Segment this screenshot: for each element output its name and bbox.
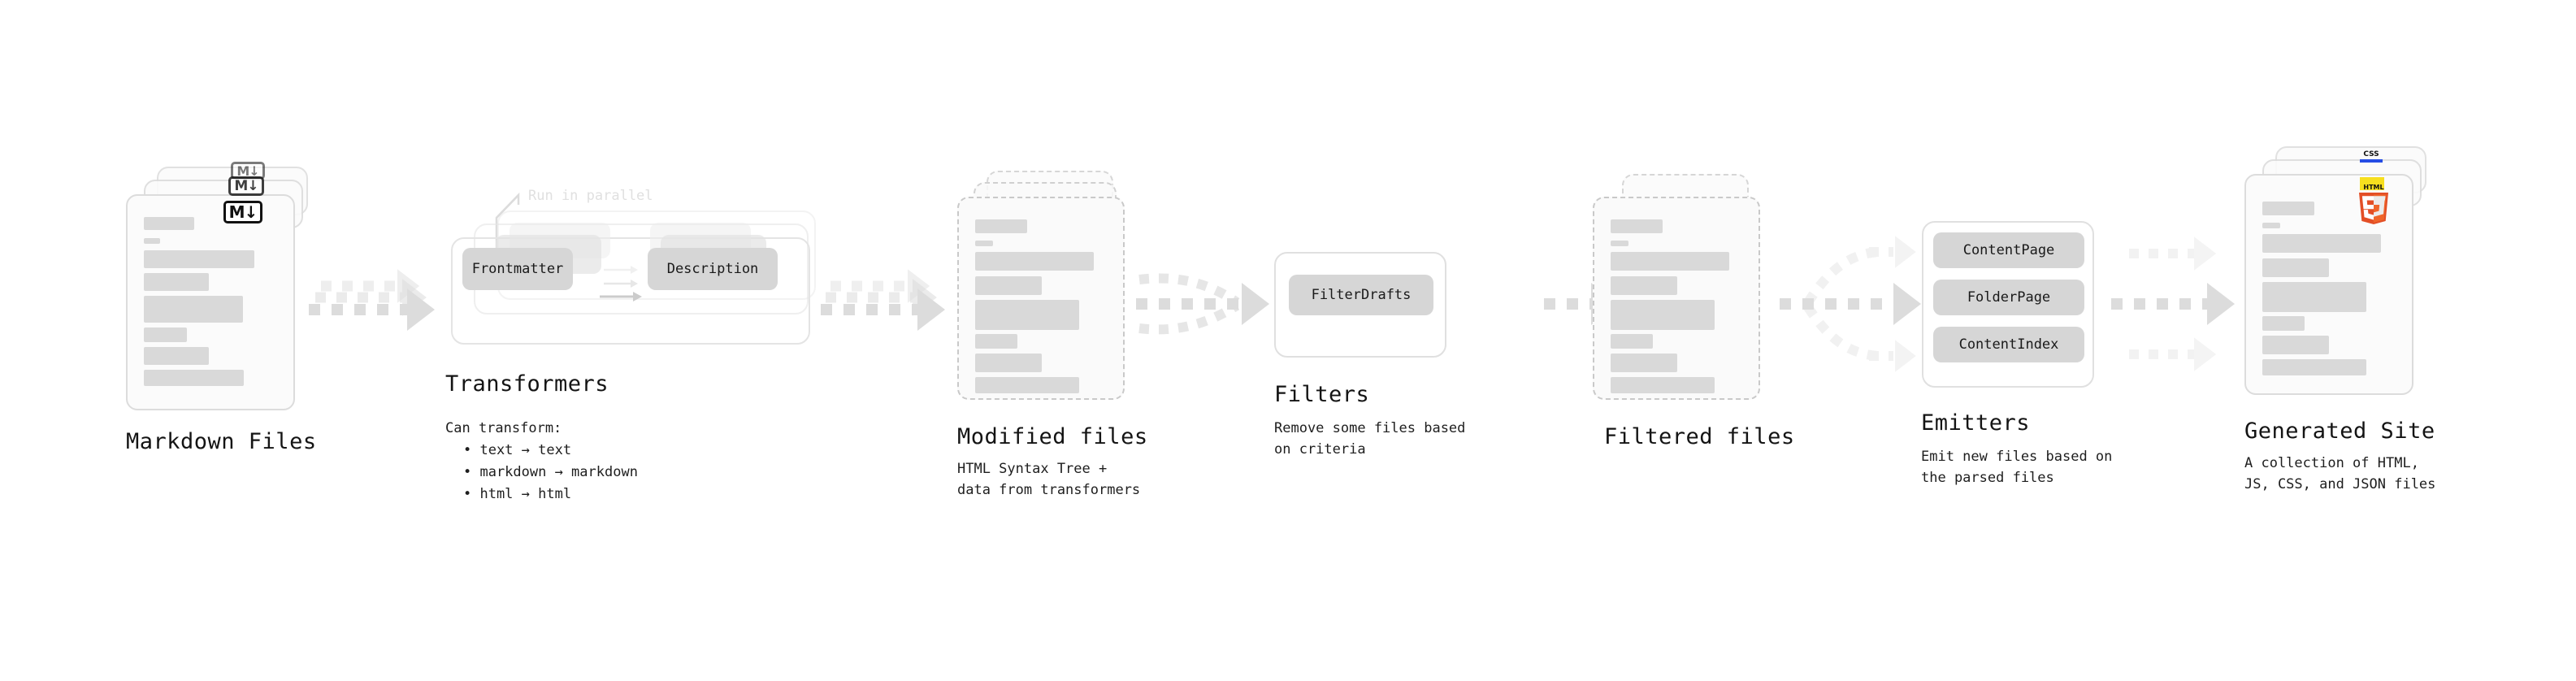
skeleton-bar [2262, 282, 2366, 312]
transformers-description-heading: Can transform: [445, 420, 562, 436]
stage-title-emitters: Emitters [1921, 410, 2031, 436]
stage-filtered-files: Filtered files [1593, 171, 1794, 449]
skeleton-bar [1611, 219, 1663, 233]
js-icon [2360, 177, 2384, 190]
skeleton-bar [144, 347, 209, 365]
skeleton-bar [975, 252, 1094, 271]
skeleton-bar [2262, 202, 2314, 215]
transform-item-2: • html → html [463, 486, 572, 502]
markdown-badge: M↓ [223, 201, 262, 223]
markdown-badge-glyph: M↓ [234, 178, 258, 194]
skeleton-bar [144, 238, 160, 244]
filters-group [1274, 252, 1446, 358]
chip-folderpage[interactable]: FolderPage [1933, 280, 2084, 315]
skeleton-bar [2262, 316, 2305, 331]
stage-title-transformers: Transformers [445, 371, 609, 397]
stage-title-generated-site: Generated Site [2244, 419, 2435, 444]
chip-label: ContentIndex [1958, 336, 2059, 353]
chip-label: ContentPage [1962, 242, 2055, 258]
skeleton-bar [975, 377, 1079, 393]
connector-transformers-to-modified [821, 269, 945, 331]
svg-text:HTML: HTML [2363, 184, 2383, 191]
markdown-badge-back-2: M↓ [231, 162, 265, 180]
stage-title-modified-files: Modified files [957, 424, 1148, 449]
stage-modified-files: Modified files HTML Syntax Tree + data f… [957, 171, 1147, 498]
filtered-card-front [1593, 197, 1760, 400]
stage-markdown-files: M↓ M↓ M↓ Markdown Files [126, 162, 316, 454]
skeleton-bar [975, 334, 1017, 349]
connector-md-to-transformers [309, 269, 435, 331]
chip-label: Frontmatter [471, 261, 564, 277]
stage-title-filters: Filters [1274, 382, 1370, 407]
run-in-parallel-label: Run in parallel [528, 188, 653, 204]
skeleton-bar [1611, 276, 1677, 295]
skeleton-bar [975, 219, 1027, 233]
skeleton-bar [2262, 359, 2366, 375]
css-icon-label: CSS [2363, 150, 2379, 158]
skeleton-bar [975, 300, 1079, 330]
markdown-badge-glyph: M↓ [236, 163, 259, 179]
stage-description-filters: Remove some files based on criteria [1274, 420, 1466, 458]
skeleton-bar [144, 217, 194, 230]
markdown-card-front [126, 194, 295, 410]
skeleton-bar [2262, 258, 2329, 277]
markdown-card-stack: M↓ M↓ M↓ [126, 162, 313, 410]
skeleton-bar [1611, 377, 1715, 393]
skeleton-bar [144, 327, 187, 342]
chip-label: FolderPage [1967, 289, 2051, 306]
skeleton-bar [1611, 354, 1677, 372]
skeleton-bar [2262, 336, 2329, 354]
emitters-group [1922, 221, 2094, 388]
stage-description-generated-site: A collection of HTML, JS, CSS, and JSON … [2244, 455, 2436, 492]
transform-item-0: • text → text [463, 442, 572, 458]
html5-icon-svg: HTML [2359, 184, 2388, 224]
site-card-stack: CSS HTML [2244, 146, 2431, 406]
transformers-group [451, 237, 810, 345]
chip-label: FilterDrafts [1311, 287, 1412, 303]
stage-description-modified-files: HTML Syntax Tree + data from transformer… [957, 461, 1141, 498]
html5-icon: HTML [2355, 182, 2392, 224]
markdown-badge-glyph: M↓ [228, 202, 258, 222]
connector-emitters-to-site [2111, 236, 2235, 371]
chip-description[interactable]: Description [648, 248, 778, 290]
skeleton-bar [144, 273, 209, 291]
chip-frontmatter[interactable]: Frontmatter [462, 248, 573, 290]
css-icon: CSS [2360, 150, 2383, 163]
connector-modified-to-filters [1136, 273, 1269, 335]
modified-card-stack [957, 171, 1136, 406]
chip-filterdrafts[interactable]: FilterDrafts [1289, 275, 1433, 315]
skeleton-bar [1611, 334, 1653, 349]
skeleton-bar [2262, 234, 2381, 253]
skeleton-bar [1611, 300, 1715, 330]
connector-filtered-to-emitters [1780, 236, 1921, 372]
chip-contentindex[interactable]: ContentIndex [1933, 327, 2084, 362]
markdown-badge-back-1: M↓ [228, 176, 264, 196]
skeleton-bar [144, 370, 244, 386]
stage-description-emitters: Emit new files based on the parsed files [1921, 449, 2113, 486]
skeleton-bar [975, 241, 993, 246]
chip-contentpage[interactable]: ContentPage [1933, 232, 2084, 268]
stage-title-filtered-files: Filtered files [1604, 424, 1795, 449]
skeleton-bar [975, 276, 1042, 295]
skeleton-bar [144, 250, 254, 268]
chip-label: Description [666, 261, 759, 277]
stage-generated-site: CSS HTML Generated Site A collection of … [2244, 146, 2435, 492]
stage-title-markdown-files: Markdown Files [126, 429, 317, 454]
skeleton-bar [2262, 223, 2280, 228]
modified-card-front [957, 197, 1125, 400]
transform-item-1: • markdown → markdown [463, 464, 638, 480]
skeleton-bar [975, 354, 1042, 372]
skeleton-bar [144, 296, 243, 323]
skeleton-bar [1611, 241, 1628, 246]
skeleton-bar [1611, 252, 1729, 271]
filtered-card-stack [1593, 171, 1772, 406]
